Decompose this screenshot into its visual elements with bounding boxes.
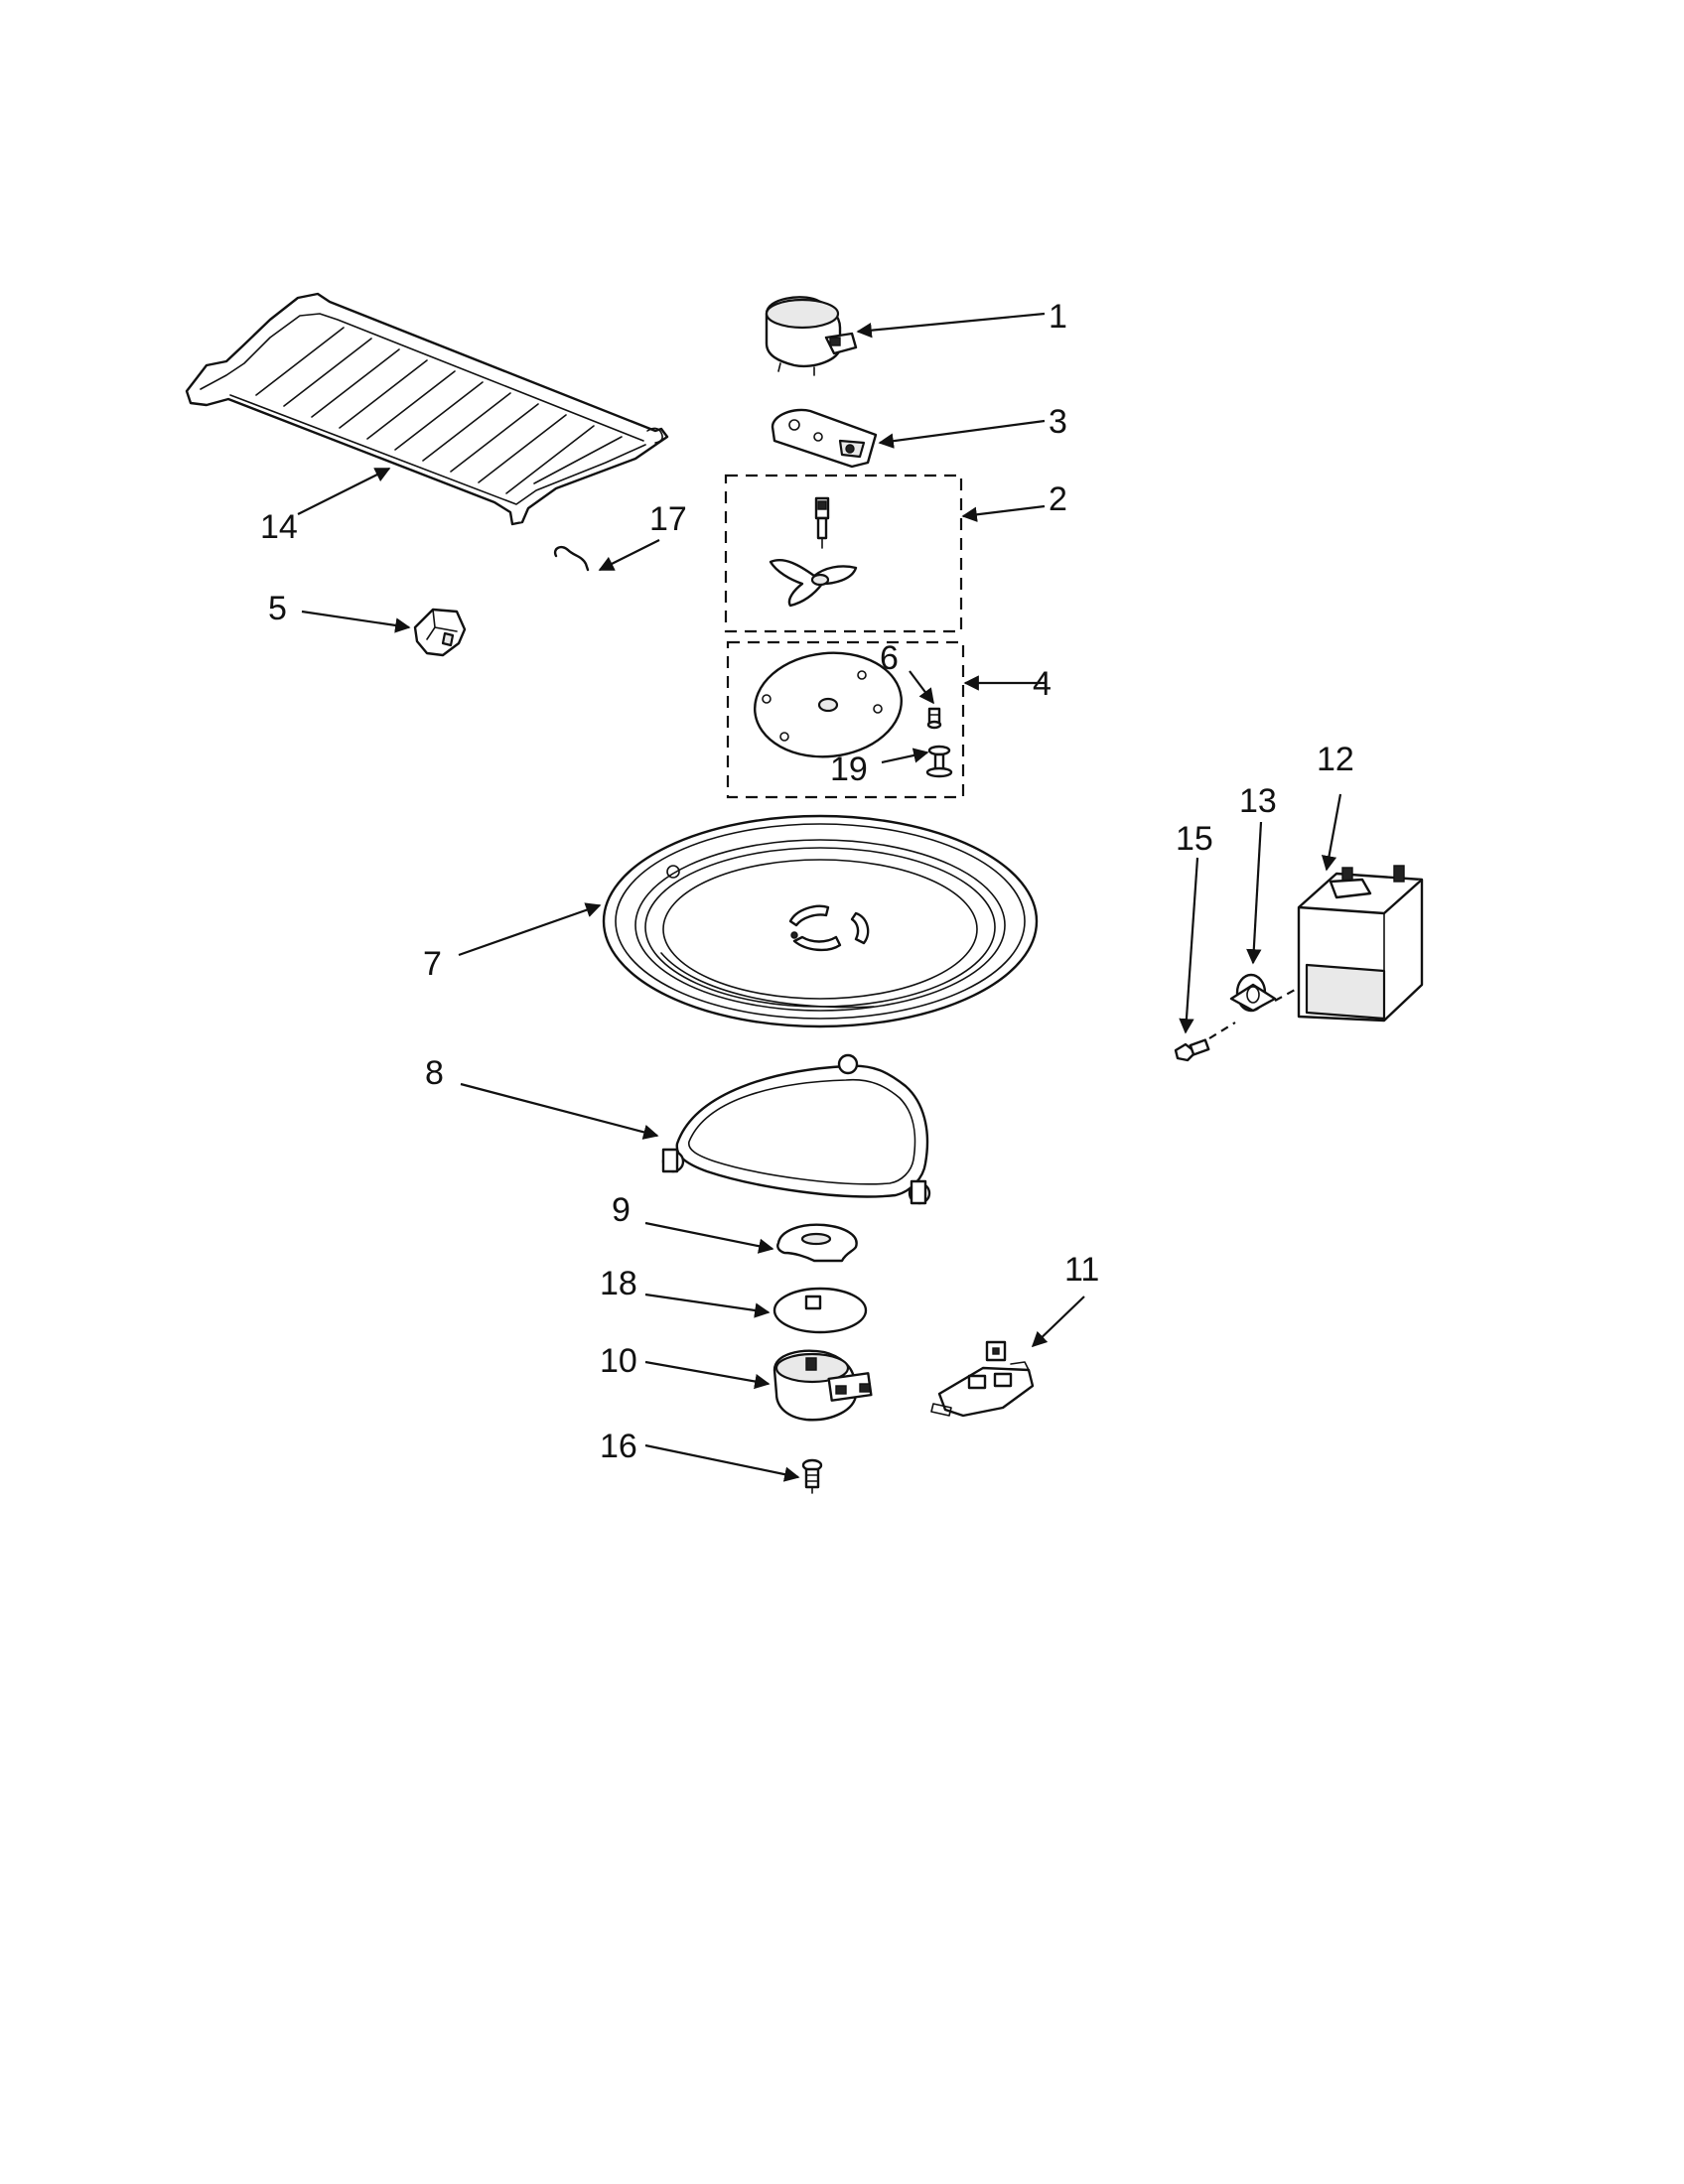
callout-18: 18: [600, 1265, 637, 1302]
callout-15: 15: [1176, 820, 1213, 858]
callout-12: 12: [1317, 741, 1354, 778]
part-1-motor[interactable]: [765, 296, 858, 376]
callout-numbers: 1 3 2 14 17 5 6 4 19 12 13 15 7 8 9 11 1…: [260, 298, 1354, 1465]
part-8-roller-guide[interactable]: [661, 1053, 931, 1205]
callout-16: 16: [600, 1428, 637, 1465]
callout-9: 9: [612, 1191, 631, 1229]
part-5-coupler[interactable]: [413, 608, 467, 657]
part-18-washer[interactable]: [772, 1287, 868, 1334]
callout-5: 5: [268, 590, 287, 627]
part-19-pin[interactable]: [925, 745, 953, 778]
callout-19: 19: [830, 751, 868, 788]
callout-2: 2: [1049, 480, 1067, 518]
part-16-screw[interactable]: [801, 1458, 823, 1494]
part-4-plate-assembly[interactable]: [726, 640, 965, 799]
callout-4: 4: [1033, 665, 1052, 703]
callout-7: 7: [423, 945, 442, 983]
callout-1: 1: [1049, 298, 1067, 336]
callout-14: 14: [260, 508, 298, 546]
part-17-clip[interactable]: [553, 545, 590, 572]
callout-6: 6: [880, 639, 899, 677]
part-15-screw[interactable]: [1174, 1022, 1236, 1062]
part-6-screw[interactable]: [926, 707, 942, 730]
part-7-turntable-tray[interactable]: [602, 814, 1039, 1028]
part-2-fan-assembly[interactable]: [724, 474, 963, 633]
callout-17: 17: [649, 500, 687, 538]
part-13-thermostat[interactable]: [1229, 973, 1298, 1013]
part-12-magnetron[interactable]: [1297, 865, 1424, 1023]
part-11-switch[interactable]: [930, 1340, 1035, 1418]
callout-8: 8: [425, 1054, 444, 1092]
callout-13: 13: [1239, 782, 1277, 820]
part-3-bracket[interactable]: [771, 408, 878, 469]
callout-11: 11: [1064, 1251, 1099, 1289]
callout-3: 3: [1049, 403, 1067, 441]
part-10-turntable-motor[interactable]: [772, 1349, 873, 1422]
part-14-wire-rack[interactable]: [185, 292, 669, 526]
part-9-coupler[interactable]: [776, 1223, 858, 1263]
callout-10: 10: [600, 1342, 637, 1380]
leader-lines: [297, 312, 1342, 1482]
